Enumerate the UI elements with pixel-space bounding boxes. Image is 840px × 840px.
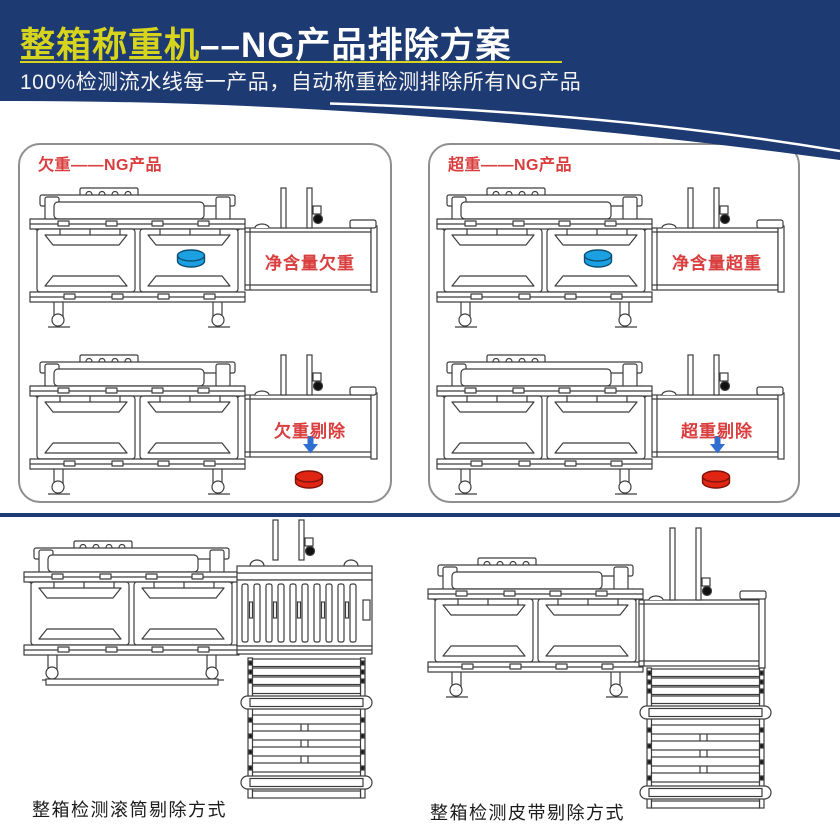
- overweight-panel: [428, 143, 800, 503]
- section-divider: [0, 513, 840, 517]
- roller-reject-caption: 整箱检测滚筒剔除方式: [32, 800, 227, 820]
- underweight-panel: [18, 143, 392, 503]
- underweight-panel-title: 欠重——NG产品: [38, 157, 163, 174]
- overweight-reject-label: 超重剔除: [681, 422, 753, 441]
- page-subtitle: 100%检测流水线每一产品，自动称重检测排除所有NG产品: [20, 71, 582, 94]
- drop-chute-drawing: [639, 667, 772, 809]
- overweight-detect-label: 净含量超重: [672, 254, 762, 273]
- header-banner-background: [0, 0, 840, 160]
- page-title-highlight: 整箱称重机: [20, 26, 201, 65]
- belt-endcap-drawing: [739, 590, 767, 600]
- overweight-panel-title: 超重——NG产品: [448, 157, 573, 174]
- base-frame-drawing: [45, 678, 219, 686]
- weigher-drawing: [23, 540, 240, 681]
- page-title: 整箱称重机––NG产品排除方案: [20, 17, 511, 68]
- sensor-posts-drawing: [669, 527, 713, 601]
- drop-chute-drawing: [240, 657, 373, 799]
- belt-reject-caption: 整箱检测皮带剔除方式: [430, 803, 625, 823]
- sensor-posts-drawing: [272, 519, 316, 561]
- roller-bed-drawing: [236, 559, 373, 655]
- underweight-reject-label: 欠重剔除: [274, 422, 346, 441]
- underweight-detect-label: 净含量欠重: [265, 254, 355, 273]
- weigher-drawing: [427, 557, 644, 698]
- page-title-rest: ––NG产品排除方案: [200, 26, 512, 65]
- reject-belt-drawing: [638, 595, 766, 669]
- title-underline: [20, 61, 562, 63]
